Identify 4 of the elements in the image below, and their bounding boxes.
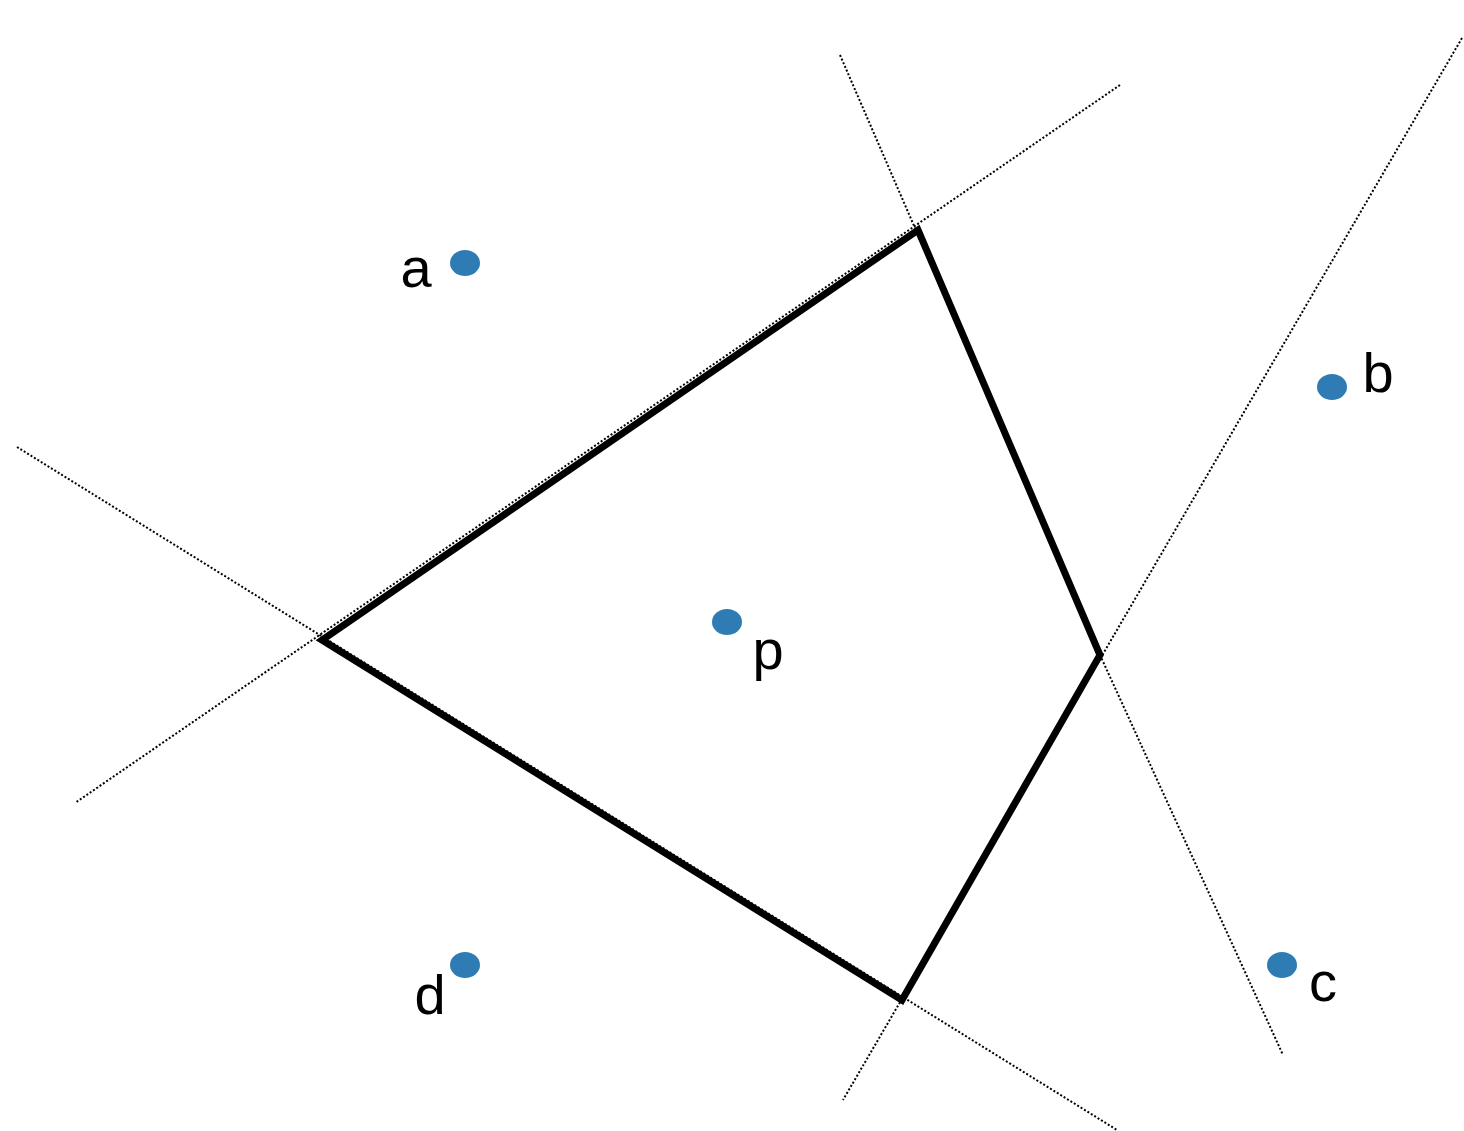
point-label: d	[414, 967, 446, 1023]
point-label: b	[1362, 345, 1394, 401]
point-label: c	[1309, 954, 1337, 1010]
point-label: a	[400, 240, 432, 296]
